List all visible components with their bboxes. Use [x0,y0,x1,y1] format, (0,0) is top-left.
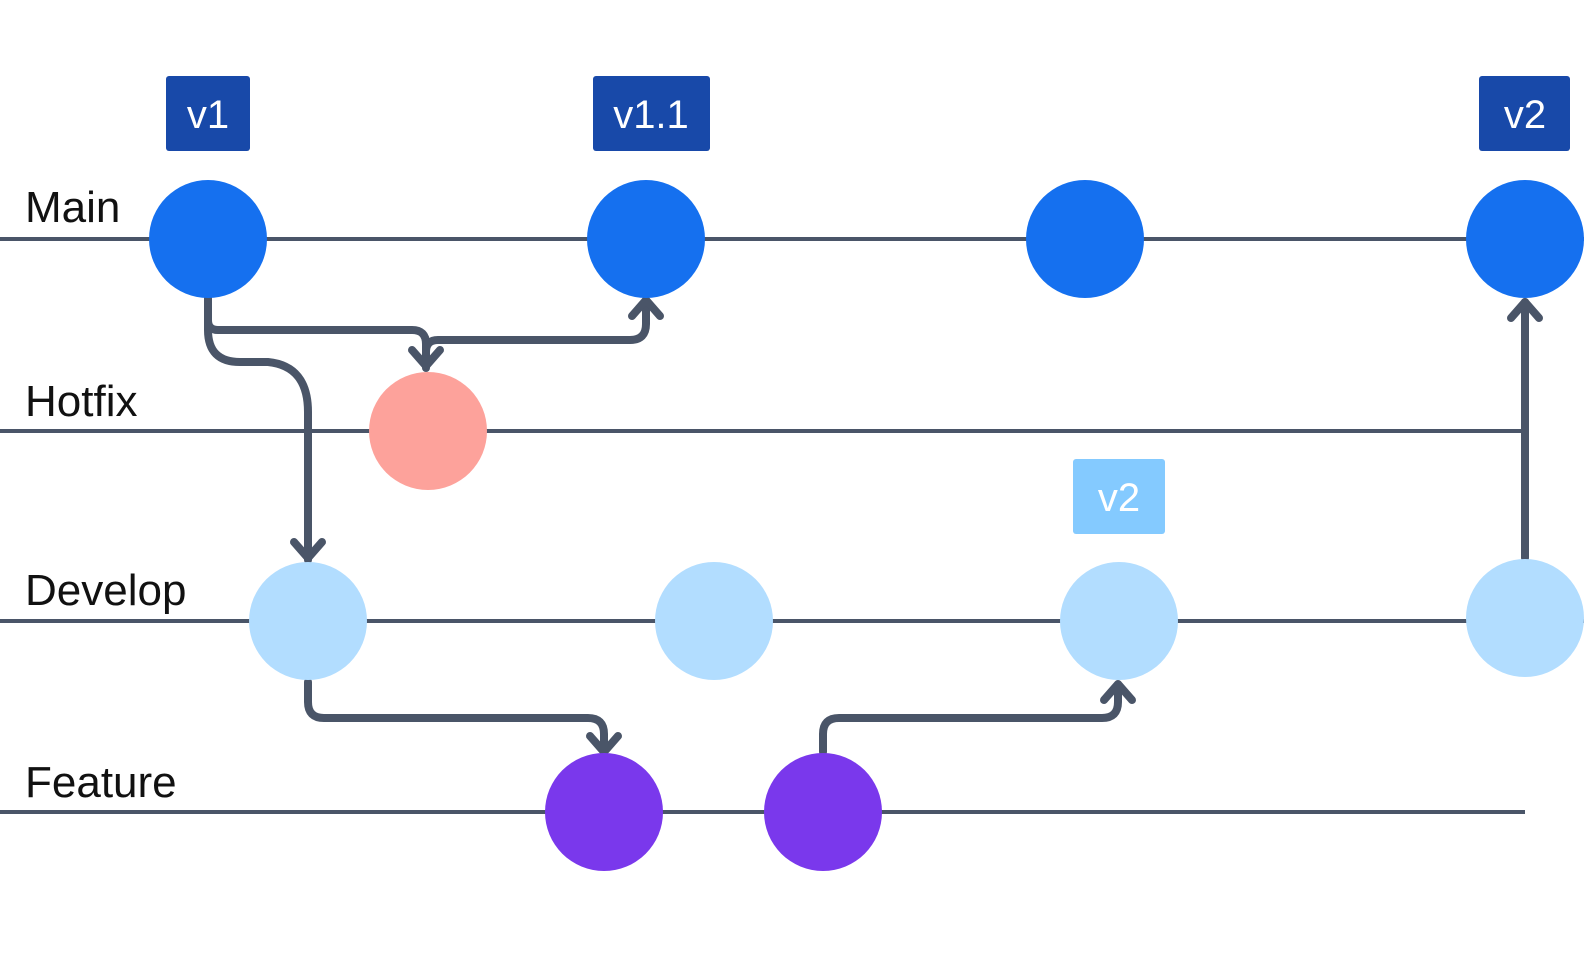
hotfix-lane-label: Hotfix [25,377,137,426]
develop-to-main-arrowhead [1507,298,1543,322]
tag-v2-main: v2 [1479,76,1570,151]
main-commit-v1 [149,180,267,298]
main-to-develop-arrow [204,306,312,564]
tag-v2-develop: v2 [1073,459,1165,534]
tag-v1-1: v1.1 [593,76,710,151]
main-commit-v1-1 [587,180,705,298]
main-commit-v2 [1466,180,1584,298]
main-lane-label: Main [25,183,120,232]
main-to-hotfix-arrow [204,294,430,372]
tag-v1-1-label: v1.1 [613,93,689,137]
hotfix-to-main-arrowhead [628,296,664,320]
main-to-hotfix-arrowhead [408,346,444,370]
hotfix-to-main-arrow [422,296,650,356]
develop-lane-label: Develop [25,566,186,615]
main-to-develop-arrowhead [290,538,326,562]
tag-v1-label: v1 [187,93,229,137]
develop-to-feature-arrow [304,678,608,754]
develop-commit-v2 [1060,562,1178,680]
main-commit [1026,180,1144,298]
feature-commit [545,753,663,871]
tag-v2-main-box [1479,76,1570,151]
feature-to-develop-arrow [819,682,1122,756]
develop-to-feature-arrowhead [586,732,622,756]
tag-v1-1-box [593,76,710,151]
develop-commit [655,562,773,680]
tag-v2-main-label: v2 [1504,93,1546,137]
tag-v2-develop-box [1073,459,1165,534]
tag-v1-box [166,76,250,151]
feature-commit [764,753,882,871]
develop-commit [1466,559,1584,677]
tag-v2-develop-label: v2 [1098,476,1140,520]
develop-commit [249,562,367,680]
hotfix-commit [369,372,487,490]
feature-lane-label: Feature [25,758,177,807]
tag-v1: v1 [166,76,250,151]
feature-to-develop-arrowhead [1100,680,1136,704]
